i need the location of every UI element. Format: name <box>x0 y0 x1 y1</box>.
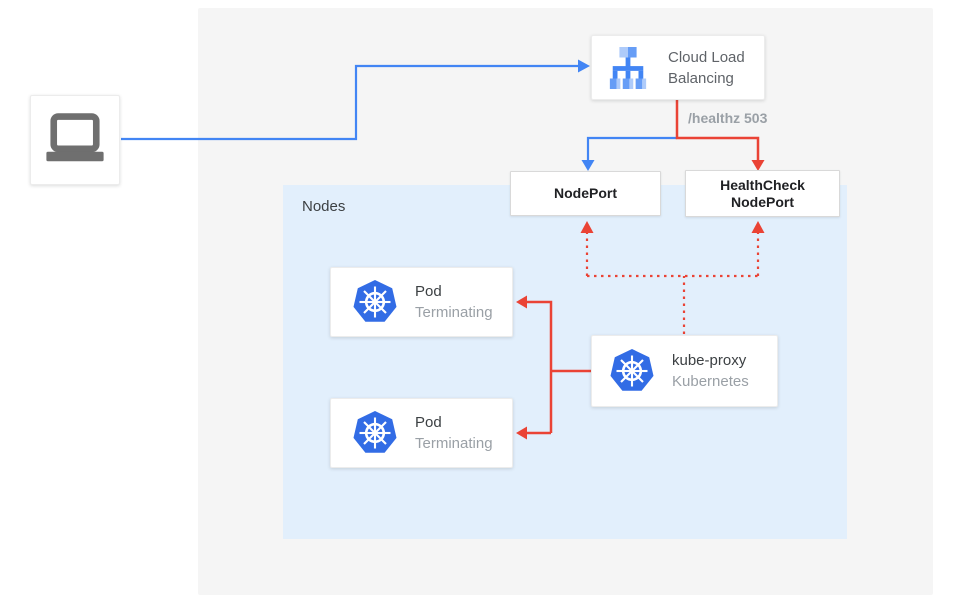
kube-proxy-title: kube-proxy <box>672 352 747 369</box>
kubernetes-icon <box>609 348 655 394</box>
healthcheck-nodeport-label-line1: HealthCheck <box>720 176 805 193</box>
nodeport-label: NodePort <box>554 185 617 201</box>
nodes-panel-label: Nodes <box>302 198 346 215</box>
pod-status: Terminating <box>415 435 493 452</box>
healthcheck-nodeport-node: HealthCheck NodePort <box>685 170 840 217</box>
kubernetes-icon <box>352 279 398 325</box>
cloud-load-balancing-icon <box>605 46 651 89</box>
client-node <box>30 95 120 185</box>
kube-proxy-subtitle: Kubernetes <box>672 373 749 390</box>
pod-title: Pod <box>415 414 442 431</box>
laptop-icon <box>42 109 108 171</box>
pod-title: Pod <box>415 283 442 300</box>
cloud-load-balancing-node: Cloud Load Balancing <box>591 35 765 100</box>
nodeport-node: NodePort <box>510 171 661 216</box>
healthz-status-annotation: /healthz 503 <box>688 110 768 126</box>
cloud-load-balancing-label: Cloud Load Balancing <box>668 48 745 87</box>
kubernetes-icon <box>352 410 398 456</box>
kube-proxy-node: kube-proxy Kubernetes <box>591 335 778 407</box>
pod-node-1: Pod Terminating <box>330 267 513 337</box>
pod-status: Terminating <box>415 304 493 321</box>
healthcheck-nodeport-label-line2: NodePort <box>731 193 794 210</box>
pod-node-2: Pod Terminating <box>330 398 513 468</box>
